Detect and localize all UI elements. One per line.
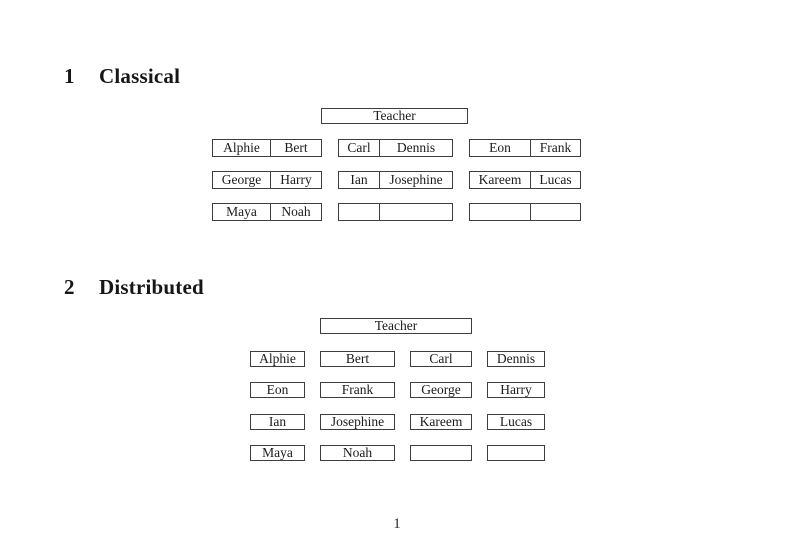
student-cell: Carl [339, 140, 380, 156]
student-box: Frank [320, 382, 395, 398]
student-box: Kareem [410, 414, 472, 430]
section-title: Classical [99, 64, 181, 88]
student-cell: Eon [470, 140, 531, 156]
empty-cell [531, 204, 580, 220]
section-number: 1 [64, 64, 75, 88]
student-cell: Noah [281, 204, 311, 220]
student-pair-box: Eon Frank [469, 139, 581, 157]
student-box: George [410, 382, 472, 398]
student-box: Maya [250, 445, 305, 461]
student-cell: Alphie [213, 140, 271, 156]
empty-cell [380, 204, 452, 220]
student-box: Alphie [250, 351, 305, 367]
student-pair-box: Kareem Lucas [469, 171, 581, 189]
student-box: Noah [320, 445, 395, 461]
empty-cell [339, 204, 380, 220]
student-pair-box: Ian Josephine [338, 171, 453, 189]
student-cell: Dennis [396, 140, 436, 156]
student-pair-box: Alphie Bert [212, 139, 322, 157]
student-pair-box: Carl Dennis [338, 139, 453, 157]
teacher-label: Teacher [374, 318, 418, 334]
student-pair-box: Maya Noah [212, 203, 322, 221]
page-number: 1 [393, 516, 401, 532]
student-cell: George [213, 172, 271, 188]
student-box: Ian [250, 414, 305, 430]
student-cell: Harry [280, 172, 312, 188]
student-cell: Frank [539, 140, 572, 156]
empty-cell [470, 204, 531, 220]
section-title: Distributed [99, 275, 204, 299]
student-box: Harry [487, 382, 545, 398]
empty-pair-box [338, 203, 453, 221]
student-cell: Kareem [470, 172, 531, 188]
section-heading-distributed: 2 Distributed [64, 275, 204, 300]
student-box: Lucas [487, 414, 545, 430]
student-box: Bert [320, 351, 395, 367]
student-box: Dennis [487, 351, 545, 367]
student-cell: Ian [339, 172, 380, 188]
teacher-label: Teacher [373, 108, 416, 124]
student-box: Josephine [320, 414, 395, 430]
empty-box [487, 445, 545, 461]
empty-pair-box [469, 203, 581, 221]
student-cell: Lucas [539, 172, 572, 188]
student-pair-box: George Harry [212, 171, 322, 189]
student-cell: Josephine [389, 172, 443, 188]
student-box: Carl [410, 351, 472, 367]
student-cell: Maya [213, 204, 271, 220]
teacher-box: Teacher [321, 108, 468, 124]
teacher-box: Teacher [320, 318, 472, 334]
section-number: 2 [64, 275, 75, 299]
student-box: Eon [250, 382, 305, 398]
empty-box [410, 445, 472, 461]
section-heading-classical: 1 Classical [64, 64, 180, 89]
student-cell: Bert [284, 140, 308, 156]
